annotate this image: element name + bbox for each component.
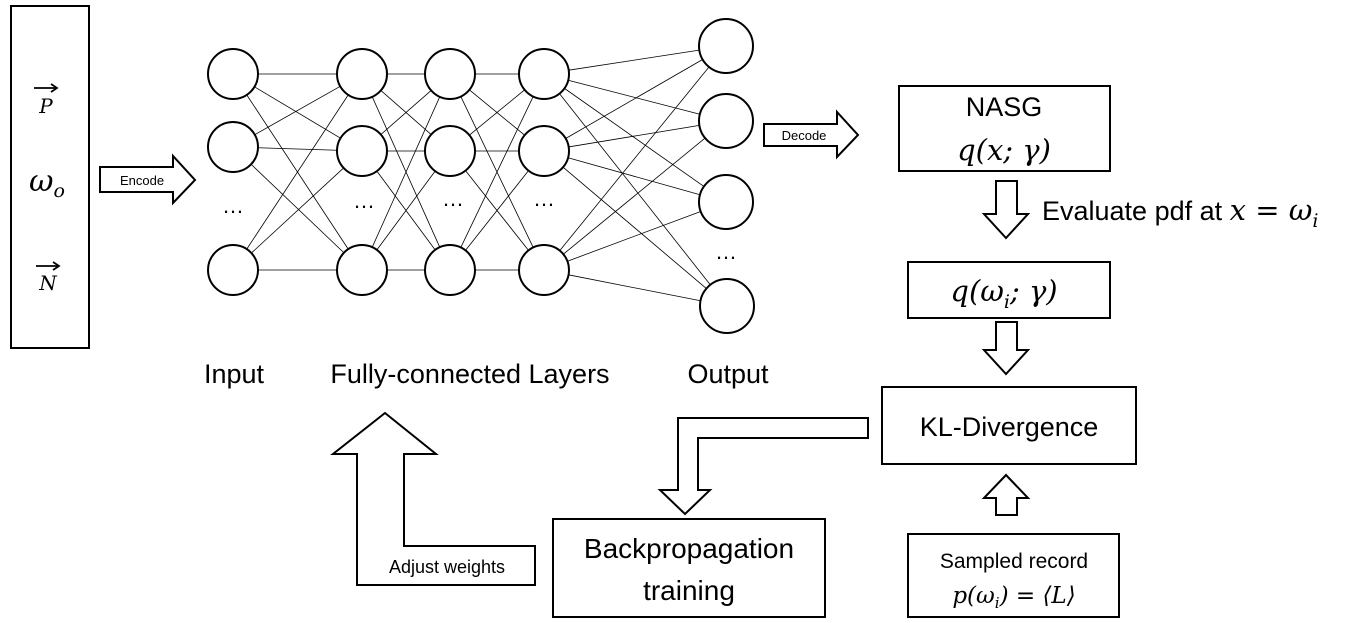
connection-edge	[251, 167, 344, 254]
kl-divergence-box: KL-Divergence	[881, 386, 1137, 465]
hidden3-node-3	[518, 244, 570, 296]
input-node-3	[207, 244, 259, 296]
hidden2-node-2	[424, 125, 476, 177]
nasg-formula: q(x; γ)	[957, 133, 1051, 167]
sampled-record-title: Sampled record	[940, 550, 1088, 573]
output-node-2	[698, 93, 754, 149]
connection-edge	[254, 86, 341, 139]
connection-edge	[568, 124, 700, 148]
up-arrow-sampled	[981, 473, 1031, 516]
connection-edge	[460, 96, 534, 248]
nasg-box: NASG q(x; γ)	[898, 85, 1111, 172]
backprop-line2: training	[643, 575, 735, 606]
hidden3-node-2	[518, 125, 570, 177]
input-vector-box: P ωo N	[10, 5, 90, 349]
hidden-layer-2-ellipsis: …	[442, 186, 464, 211]
connection-edge	[254, 85, 341, 136]
adjust-weights-label: Adjust weights	[389, 557, 505, 577]
input-layer-label: Input	[204, 359, 265, 389]
backpropagation-box: Backpropagation training	[552, 518, 826, 618]
connection-edge	[380, 90, 432, 135]
decode-label: Decode	[782, 128, 827, 143]
input-layer-ellipsis: …	[222, 193, 244, 218]
hidden2-node-3	[424, 244, 476, 296]
connection-edge	[568, 49, 700, 71]
connection-edge	[250, 163, 345, 254]
connection-edge	[567, 157, 701, 196]
output-layer-ellipsis: …	[715, 239, 737, 264]
connection-edge	[563, 137, 706, 255]
q-omega-formula: q(ωi; γ)	[950, 274, 1057, 313]
encode-label: Encode	[120, 173, 164, 188]
decode-arrow: Decode	[763, 109, 860, 160]
hidden1-node-2	[336, 125, 388, 177]
output-layer-label: Output	[687, 359, 769, 389]
connection-edge	[465, 170, 529, 251]
down-arrow-kl	[981, 321, 1031, 376]
connection-edge	[469, 89, 525, 136]
nasg-title: NASG	[966, 92, 1043, 122]
connection-edge	[246, 94, 349, 250]
hidden-layers-label: Fully-connected Layers	[330, 359, 609, 389]
network-nodes	[207, 18, 755, 334]
input-node-2	[207, 121, 259, 173]
vector-arrowhead-icon	[52, 261, 61, 271]
vector-n-label: N	[38, 271, 58, 295]
hidden3-node-1	[518, 48, 570, 100]
evaluate-pdf-label: Evaluate pdf at x = ωi	[1042, 193, 1318, 232]
vector-arrowhead-icon	[50, 83, 59, 93]
output-node-1	[698, 18, 754, 74]
output-node-4	[699, 278, 755, 334]
adjust-weights-arrow: Adjust weights	[330, 411, 536, 586]
vector-p-label: P	[38, 94, 53, 118]
omega-label: ωo	[29, 164, 65, 202]
output-node-3	[698, 174, 754, 230]
hidden1-node-1	[336, 48, 388, 100]
encode-arrow: Encode	[99, 153, 197, 206]
input-node-1	[207, 48, 259, 100]
connection-edge	[564, 88, 705, 187]
connection-edge	[568, 274, 701, 302]
connection-edge	[565, 59, 703, 139]
hidden-layer-1-ellipsis: …	[353, 188, 375, 213]
connection-edge	[567, 211, 701, 262]
kl-to-backprop-arrow	[657, 417, 869, 516]
connection-edge	[568, 79, 700, 115]
down-arrow-evaluate	[981, 180, 1031, 240]
kl-divergence-label: KL-Divergence	[920, 412, 1099, 442]
sampled-record-box: Sampled record p(ωi) = ⟨L⟩	[907, 533, 1120, 618]
network-edges	[246, 49, 711, 302]
layer-ellipses: … … … … …	[222, 186, 737, 264]
connection-edge	[562, 166, 707, 289]
q-omega-box: q(ωi; γ)	[907, 261, 1111, 319]
hidden-layer-3-ellipsis: …	[533, 186, 555, 211]
sampled-record-formula: p(ωi) = ⟨L⟩	[952, 583, 1075, 612]
hidden1-node-3	[336, 244, 388, 296]
connection-edge	[257, 147, 338, 151]
backprop-line1: Backpropagation	[584, 533, 794, 564]
connection-edge	[559, 93, 711, 286]
connection-edge	[376, 170, 436, 251]
connection-edge	[559, 66, 710, 251]
hidden2-node-1	[424, 48, 476, 100]
connection-edge	[371, 96, 441, 248]
